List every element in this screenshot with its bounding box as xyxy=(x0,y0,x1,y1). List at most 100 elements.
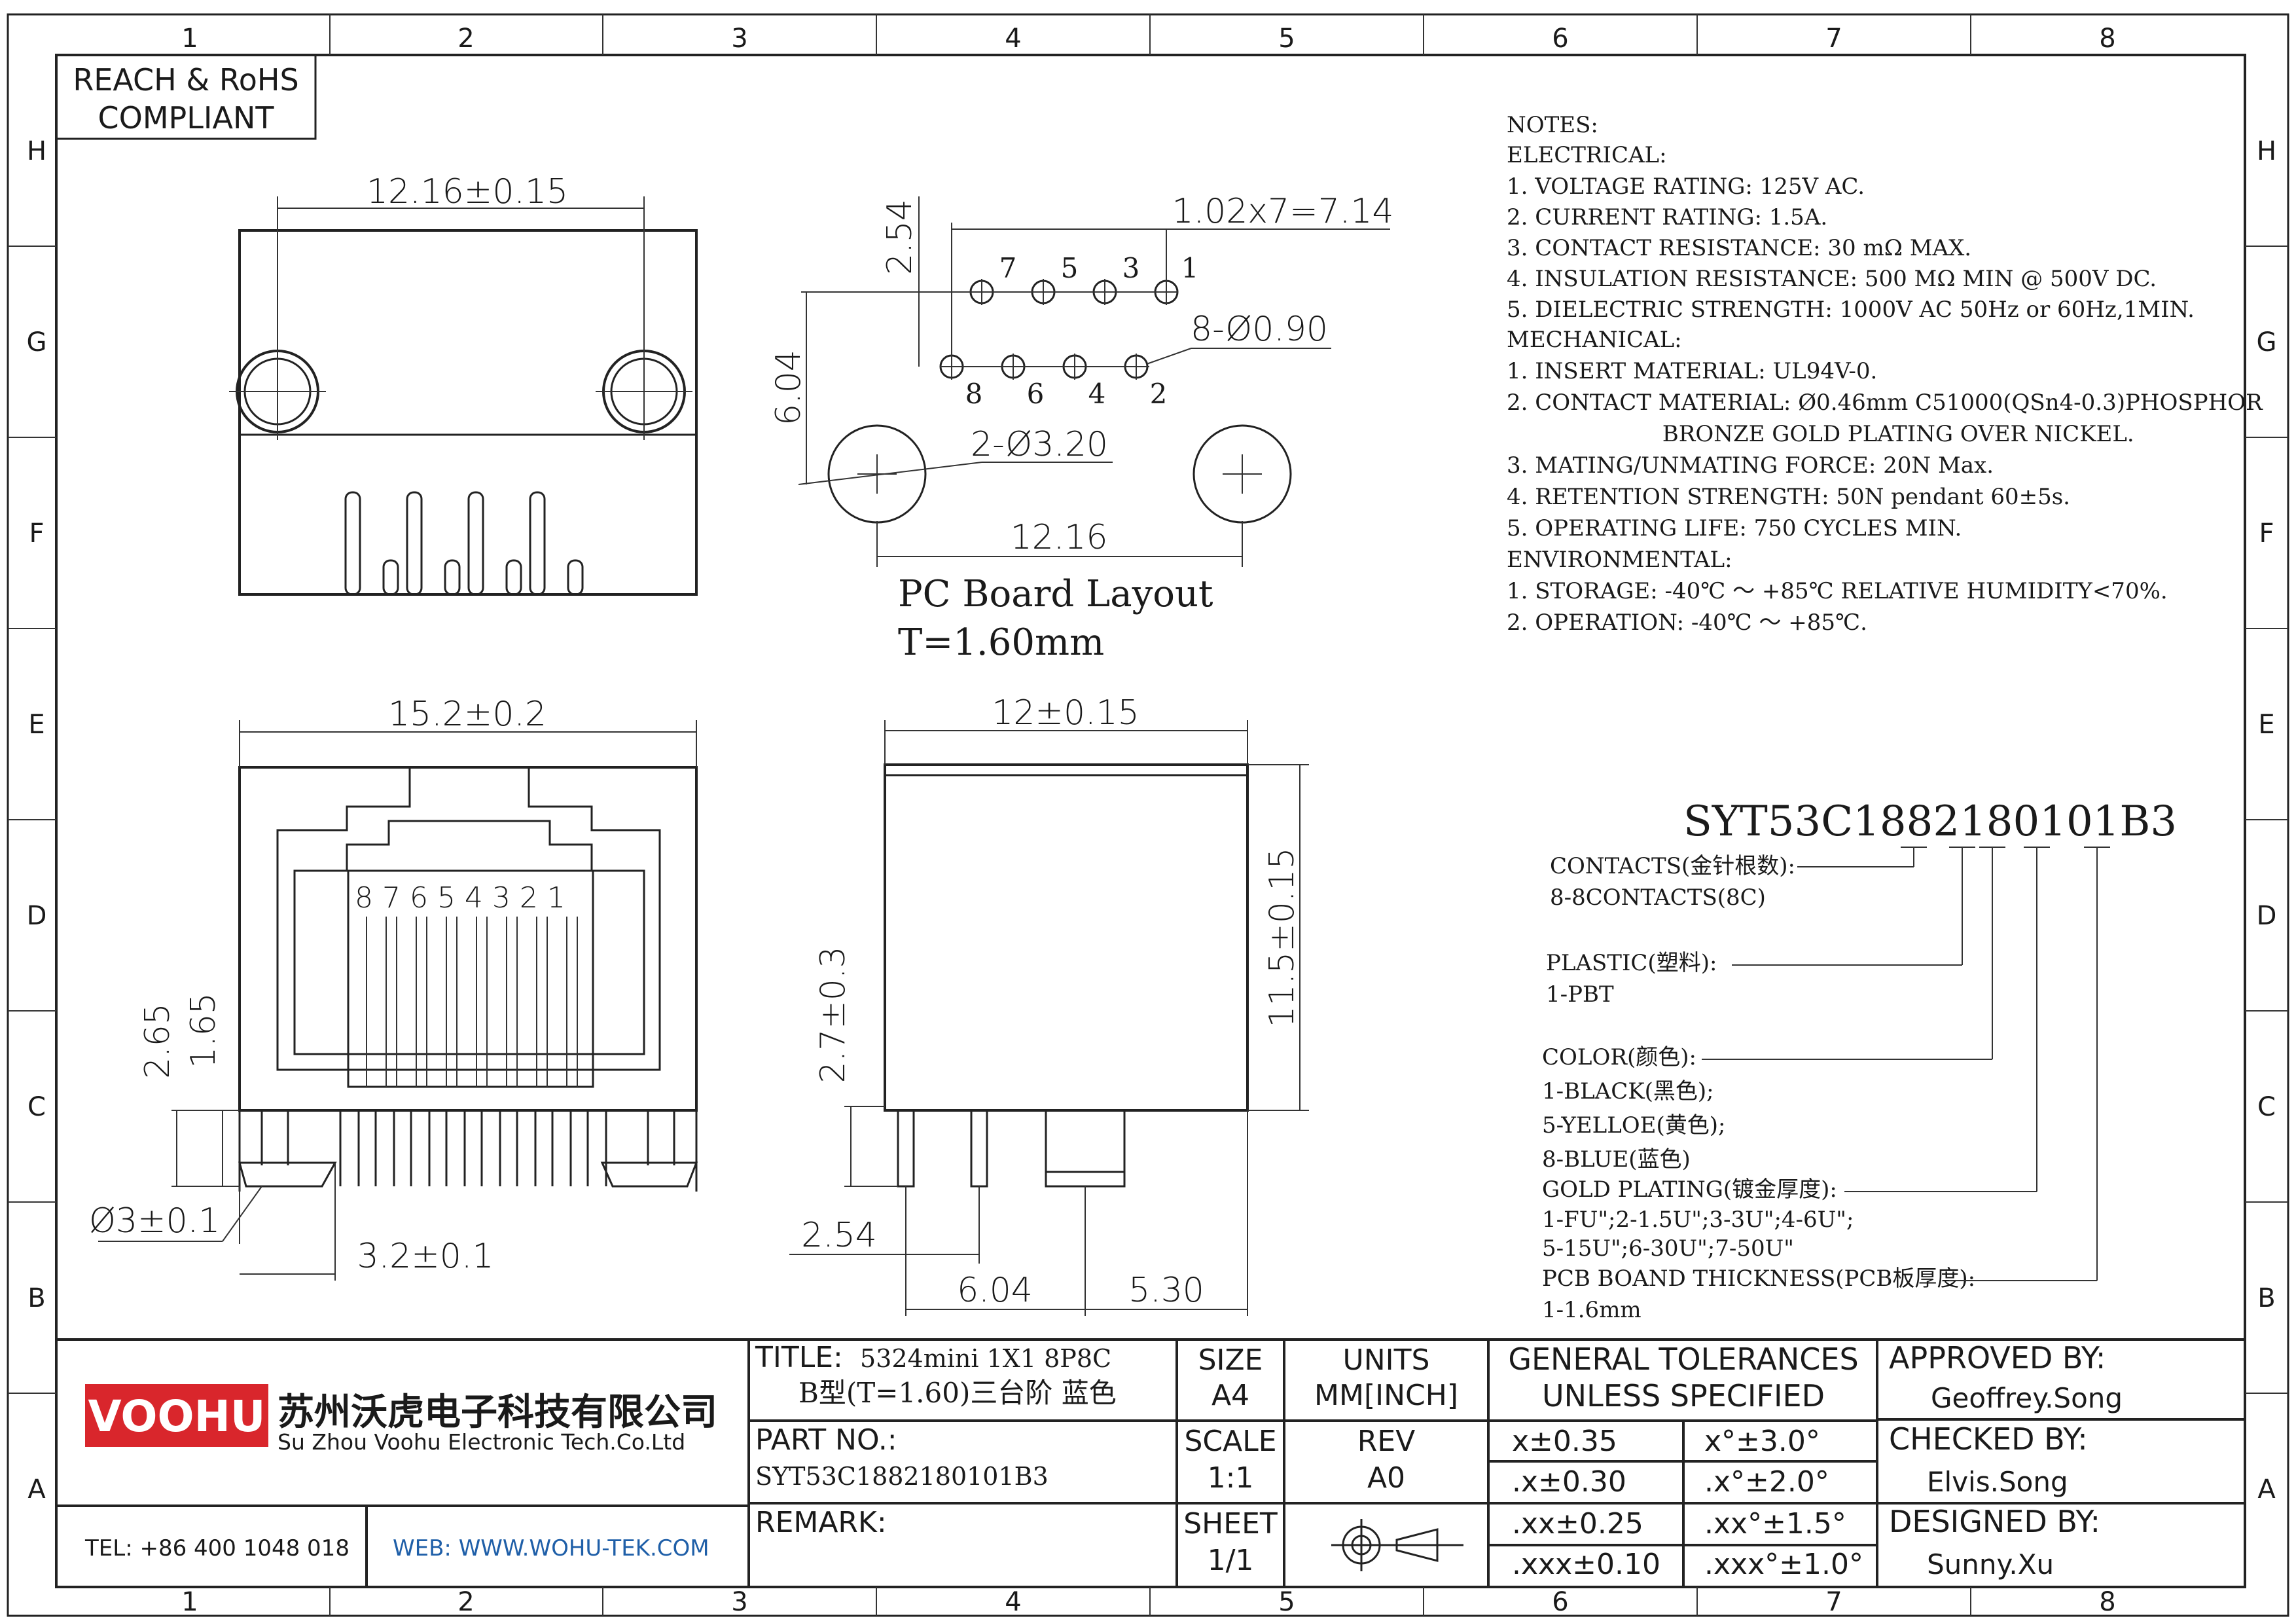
notes-6: 5. DIELECTRIC STRENGTH: 1000V AC 50Hz or… xyxy=(1507,297,2195,323)
row-label: A xyxy=(27,1474,46,1504)
row-label: C xyxy=(2257,1092,2276,1122)
col-label: 1 xyxy=(181,24,198,54)
compliance-line1: REACH & RoHS xyxy=(73,62,298,98)
col-label: 6 xyxy=(1552,1587,1568,1617)
outer-border xyxy=(7,13,2289,1617)
tolerance-cell: .xx±0.25 xyxy=(1512,1507,1643,1541)
tolerance-cell: .x±0.30 xyxy=(1512,1465,1626,1499)
dim-pcb-row-offset: 6.04 xyxy=(769,350,808,426)
col-label: 8 xyxy=(2099,24,2115,54)
part-code-legend: SYT53C1882180101B3 CONTACTS(金针根数): 8-8CO… xyxy=(1542,797,2177,1323)
row-label: B xyxy=(27,1283,45,1313)
row-label: F xyxy=(29,519,44,549)
tolerance-cell: .x°±2.0° xyxy=(1704,1465,1829,1499)
company-logo xyxy=(85,1384,268,1447)
row-label: C xyxy=(27,1092,46,1122)
col-label: 7 xyxy=(1825,24,1842,54)
dim-pcb-pitch-v: 2.54 xyxy=(880,199,920,275)
title-label: TITLE: xyxy=(755,1341,843,1374)
front-view: 8 7 6 5 4 3 2 1 15.2±0.2 xyxy=(89,695,698,1281)
checked-label: CHECKED BY: xyxy=(1889,1421,2088,1457)
row-label: E xyxy=(28,710,45,740)
row-label: A xyxy=(2257,1474,2276,1504)
code-legend-5: 1-BLACK(黑色); xyxy=(1542,1078,1714,1104)
pcb-pin-label: 6 xyxy=(1027,378,1045,410)
row-label: B xyxy=(2257,1283,2275,1313)
company-cn-name: 苏州沃虎电子科技有限公司 xyxy=(278,1391,717,1434)
row-label: E xyxy=(2258,710,2274,740)
row-label: H xyxy=(2257,136,2276,166)
rev-label: REV xyxy=(1357,1425,1415,1458)
dim-pcb-mount-holes: 2-Ø3.20 xyxy=(971,425,1108,464)
compliance-box xyxy=(55,54,317,140)
code-legend-12: 1-1.6mm xyxy=(1542,1297,1641,1323)
top-view: 12.16±0.15 xyxy=(229,172,698,596)
code-legend-3: 1-PBT xyxy=(1546,981,1614,1008)
pcb-pin-label: 3 xyxy=(1122,252,1140,284)
notes-10: BRONZE GOLD PLATING OVER NICKEL. xyxy=(1507,421,2134,447)
pcb-pin-label: 8 xyxy=(965,378,983,410)
dim-front-h1: 2.65 xyxy=(138,1003,177,1079)
dim-front-h2: 1.65 xyxy=(184,993,223,1068)
dim-side-d1: 2.54 xyxy=(801,1216,877,1255)
scale-label: SCALE xyxy=(1184,1425,1276,1458)
notes-0: NOTES: xyxy=(1507,112,1598,138)
compliance-line2: COMPLIANT xyxy=(98,100,275,136)
dim-side-height: 11.5±0.15 xyxy=(1263,847,1302,1027)
size-label: SIZE xyxy=(1198,1343,1263,1377)
projection-symbol-icon xyxy=(1331,1519,1463,1571)
notes-7: MECHANICAL: xyxy=(1507,327,1682,353)
code-legend-2: PLASTIC(塑料): xyxy=(1546,950,1717,976)
notes-12: 4. RETENTION STRENGTH: 50N pendant 60±5s… xyxy=(1507,484,2070,510)
col-label: 6 xyxy=(1552,24,1568,54)
dim-side-width: 12±0.15 xyxy=(992,693,1139,733)
designed-value: Sunny.Xu xyxy=(1927,1548,2054,1580)
tolerance-title2: UNLESS SPECIFIED xyxy=(1542,1378,1825,1413)
code-legend-4: COLOR(颜色): xyxy=(1542,1044,1696,1070)
title-block: VOOHU 苏州沃虎电子科技有限公司 Su Zhou Voohu Electro… xyxy=(56,1338,2245,1587)
col-label: 3 xyxy=(731,1587,747,1617)
size-value: A4 xyxy=(1211,1379,1249,1412)
title-line1: 5324mini 1X1 8P8C xyxy=(860,1344,1111,1373)
dim-top-width: 12.16±0.15 xyxy=(367,172,568,211)
dim-side-d2: 6.04 xyxy=(957,1271,1033,1310)
tolerance-cell: x°±3.0° xyxy=(1704,1425,1820,1458)
pcb-layout-view: 7 5 3 1 8 6 4 2 2.54 1.02x7=7.14 8-Ø0.90… xyxy=(769,192,1394,664)
pcb-thickness: T=1.60mm xyxy=(898,621,1104,664)
notes-8: 1. INSERT MATERIAL: UL94V-0. xyxy=(1507,358,1877,384)
code-legend-7: 8-BLUE(蓝色) xyxy=(1542,1146,1691,1173)
dim-side-d3: 5.30 xyxy=(1128,1271,1204,1310)
company-en-name: Su Zhou Voohu Electronic Tech.Co.Ltd xyxy=(278,1429,685,1455)
code-legend-0: CONTACTS(金针根数): xyxy=(1550,853,1795,879)
dim-pcb-pitch-h: 1.02x7=7.14 xyxy=(1172,192,1394,231)
units-label: UNITS xyxy=(1343,1343,1430,1377)
approved-value: Geoffrey.Song xyxy=(1931,1382,2123,1414)
code-legend-9: 1-FU";2-1.5U";3-3U";4-6U"; xyxy=(1542,1207,1854,1233)
side-view: 12±0.15 11.5±0.15 2.7±0.3 2.54 6.04 5.30 xyxy=(789,693,1309,1316)
notes-16: 2. OPERATION: -40℃ ～ +85℃. xyxy=(1507,610,1867,636)
approved-label: APPROVED BY: xyxy=(1889,1340,2106,1376)
notes-block: NOTES: ELECTRICAL: 1. VOLTAGE RATING: 12… xyxy=(1507,112,2263,636)
col-label: 4 xyxy=(1005,24,1021,54)
row-label: G xyxy=(27,327,47,357)
col-label: 5 xyxy=(1278,24,1295,54)
notes-9: 2. CONTACT MATERIAL: Ø0.46mm C51000(QSn4… xyxy=(1507,390,2263,416)
pcb-pin-label: 4 xyxy=(1088,378,1106,410)
designed-label: DESIGNED BY: xyxy=(1889,1504,2100,1539)
dim-front-post-offset: 3.2±0.1 xyxy=(357,1237,494,1276)
pcb-pin-label: 1 xyxy=(1181,252,1199,284)
part-code: SYT53C1882180101B3 xyxy=(1683,797,2177,846)
units-value: MM[INCH] xyxy=(1314,1379,1458,1412)
dim-front-width: 15.2±0.2 xyxy=(388,695,547,734)
dim-pcb-span: 12.16 xyxy=(1011,518,1108,557)
sheet-value: 1/1 xyxy=(1208,1544,1254,1577)
col-label: 8 xyxy=(2099,1587,2115,1617)
pcb-pin-label: 5 xyxy=(1061,252,1079,284)
tolerance-cell: .xxx°±1.0° xyxy=(1704,1548,1863,1581)
front-pin-numbers: 8 7 6 5 4 3 2 1 xyxy=(355,881,565,915)
tolerance-title1: GENERAL TOLERANCES xyxy=(1508,1341,1858,1377)
zone-ticks xyxy=(8,14,2288,1616)
col-label: 7 xyxy=(1825,1587,1842,1617)
row-label: D xyxy=(2257,901,2277,931)
